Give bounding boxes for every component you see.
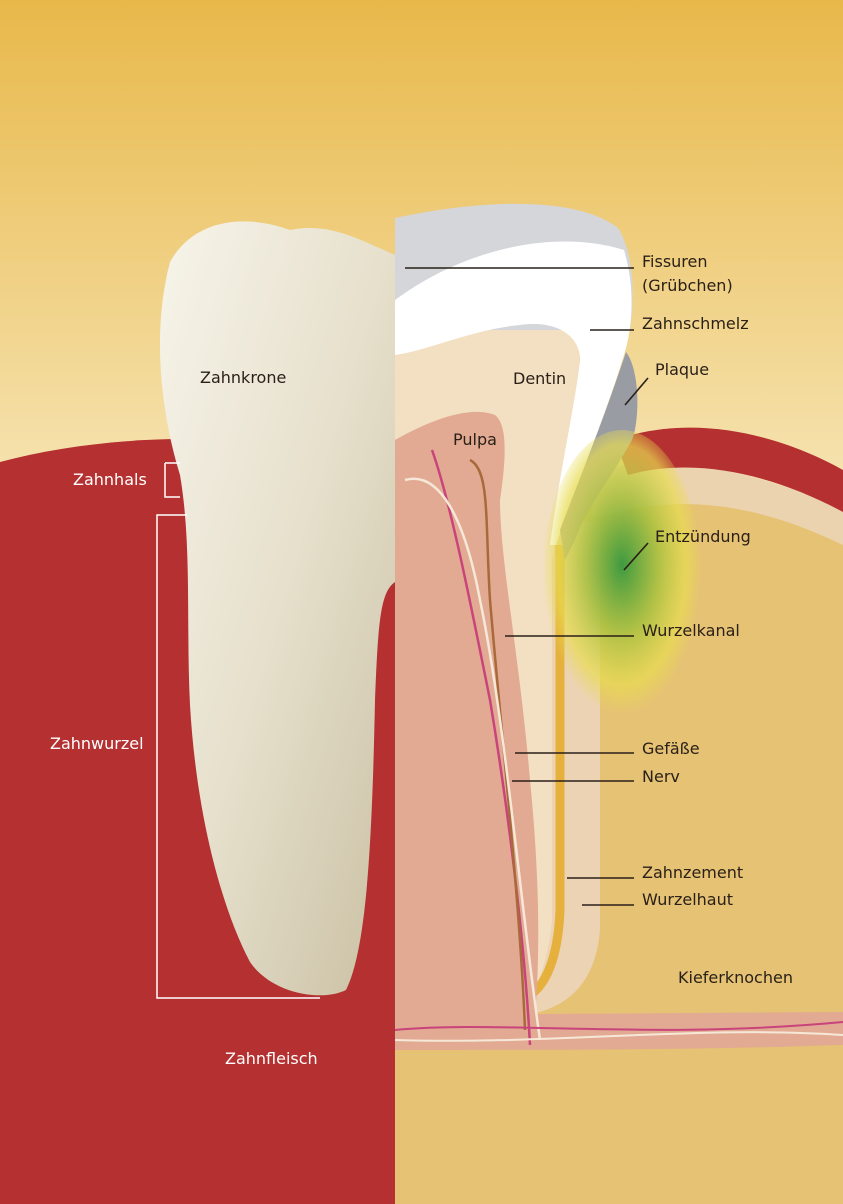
label-gruebchen: (Grübchen): [642, 276, 733, 295]
label-plaque: Plaque: [655, 360, 709, 379]
label-zahnschmelz: Zahnschmelz: [642, 314, 749, 333]
label-zahnzement: Zahnzement: [642, 863, 743, 882]
label-fissuren: Fissuren: [642, 252, 708, 271]
pulp: [395, 411, 539, 1015]
label-kieferknochen: Kieferknochen: [678, 968, 793, 987]
bracket-zahnwurzel: [156, 514, 320, 999]
label-gefaesse: Gefäße: [642, 739, 700, 758]
pulp-canal-base: [395, 1012, 843, 1050]
label-wurzelhaut: Wurzelhaut: [642, 890, 733, 909]
label-pulpa: Pulpa: [453, 430, 497, 449]
inflammation-area: [542, 430, 702, 730]
nerve: [469, 458, 527, 1031]
vessel-horizontal: [394, 1021, 843, 1031]
nerve-horizontal: [394, 1031, 843, 1042]
nerve-light: [404, 477, 542, 1041]
label-zahnkrone: Zahnkrone: [200, 368, 286, 387]
gum-right: [615, 427, 843, 512]
vessel: [430, 449, 532, 1046]
label-entzuendung: Entzündung: [655, 527, 751, 546]
label-dentin: Dentin: [513, 369, 566, 388]
leader-lines: [405, 267, 649, 906]
label-zahnwurzel: Zahnwurzel: [50, 734, 144, 753]
label-zahnhals: Zahnhals: [73, 470, 147, 489]
label-zahnfleisch: Zahnfleisch: [225, 1049, 318, 1068]
label-nerv: Nerv: [642, 767, 680, 786]
tooth-photo: [159, 221, 395, 996]
label-wurzelkanal: Wurzelkanal: [642, 621, 740, 640]
bracket-zahnhals: [164, 462, 180, 498]
